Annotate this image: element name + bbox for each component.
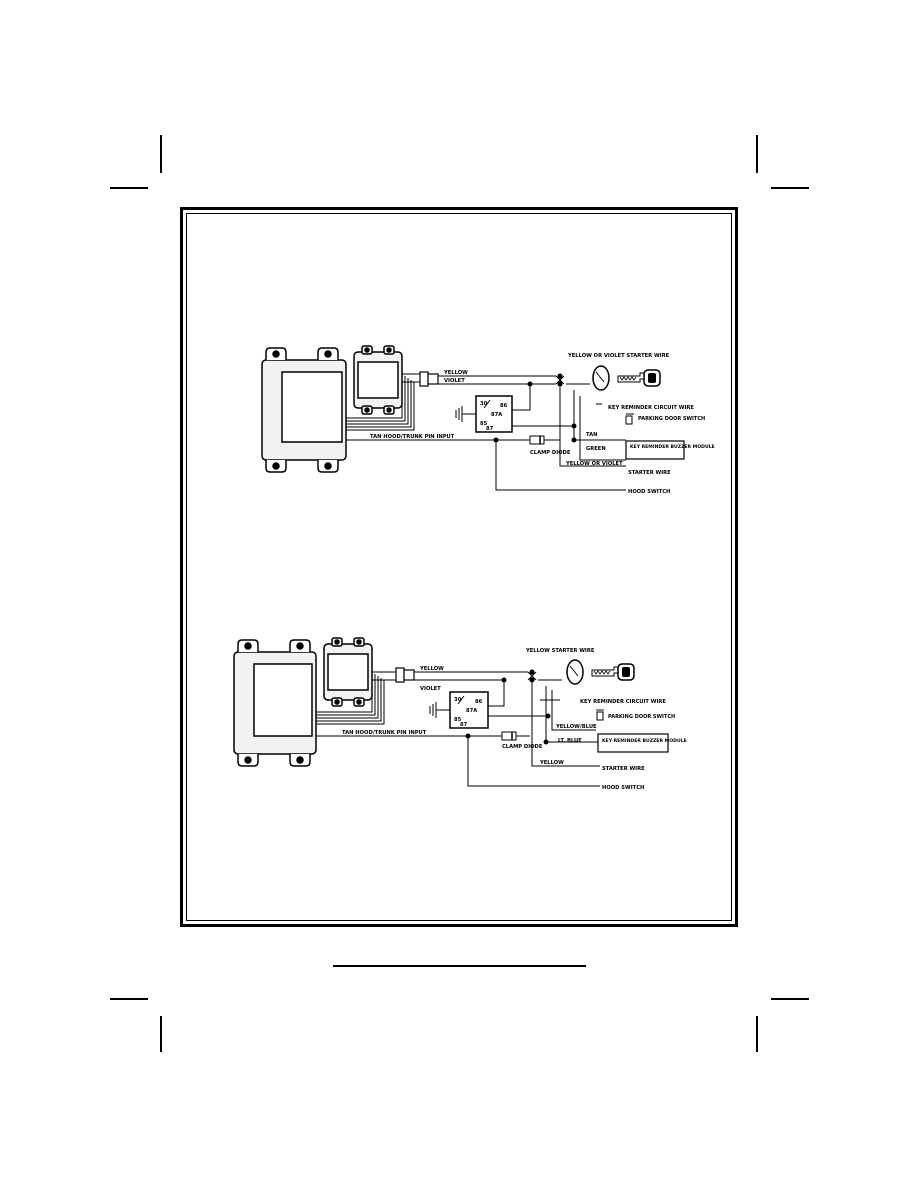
key-buzzer-box-top bbox=[625, 440, 685, 460]
label-hood-switch-bottom: HOOD SWITCH bbox=[602, 785, 644, 791]
relay-pin-30: 30 bbox=[480, 401, 488, 407]
crop-mark-top-right-vertical bbox=[756, 135, 758, 173]
page-frame-inner bbox=[186, 213, 732, 921]
footer-rule bbox=[333, 965, 586, 967]
label-clamp-diode-bottom: CLAMP DIODE bbox=[502, 744, 543, 750]
clamp-diode-bottom bbox=[501, 731, 517, 741]
label-door-switch-top: PARKING DOOR SWITCH bbox=[638, 416, 705, 422]
label-starter-wire-bottom-a: YELLOW STARTER WIRE bbox=[525, 648, 595, 654]
relay-pin-85-bottom: 85 bbox=[454, 717, 462, 723]
crop-mark-bottom-left-vertical bbox=[160, 1016, 162, 1052]
wire-label-lt-blue-bottom: LT. BLUE bbox=[558, 738, 582, 744]
key-buzzer-box-bottom bbox=[597, 733, 669, 753]
diagram-top: 30 86 87A 85 87 bbox=[261, 345, 715, 495]
ignition-switch-bottom bbox=[566, 659, 584, 685]
crop-mark-top-right-horizontal bbox=[771, 187, 809, 189]
clamp-diode-top bbox=[529, 435, 545, 445]
label-door-switch-bottom: PARKING DOOR SWITCH bbox=[608, 714, 675, 720]
diagram-bottom: 30 86 87A 85 87 bbox=[233, 637, 687, 791]
crop-mark-top-left-horizontal bbox=[110, 187, 148, 189]
wire-label-violet-top: VIOLET bbox=[444, 378, 465, 384]
wire-label-yellow-bottom: YELLOW bbox=[419, 666, 444, 672]
label-starter-wire-bottom: STARTER WIRE bbox=[602, 766, 645, 772]
door-switch-bottom bbox=[596, 709, 604, 721]
starter-kill-module-bottom bbox=[323, 637, 373, 707]
crop-mark-bottom-right-horizontal bbox=[771, 998, 809, 1000]
ground-symbol-bottom bbox=[429, 702, 450, 718]
crop-mark-bottom-left-horizontal bbox=[110, 998, 148, 1000]
relay-pin-30-bottom: 30 bbox=[454, 697, 462, 703]
relay-pin-86: 86 bbox=[500, 403, 508, 409]
label-key-circuit-bottom: KEY REMINDER CIRCUIT WIRE bbox=[580, 699, 666, 705]
wire-label-tan-top: TAN bbox=[586, 432, 598, 438]
starter-kill-module-top bbox=[353, 345, 403, 415]
wire-label-yellow-black-bottom: YELLOW/BLUE bbox=[555, 724, 597, 730]
relay-pin-87a-bottom: 87A bbox=[466, 708, 477, 714]
wire-label-tan-input-top: TAN HOOD/TRUNK PIN INPUT bbox=[370, 434, 455, 440]
relay-pin-85: 85 bbox=[480, 421, 488, 427]
crop-mark-top-left-vertical bbox=[160, 135, 162, 173]
relay-bottom: 30 86 87A 85 87 bbox=[449, 691, 489, 729]
wire-label-green-top: GREEN bbox=[586, 446, 606, 452]
alarm-module-top bbox=[261, 347, 347, 473]
wire-label-yellow-bottom-2: YELLOW bbox=[539, 760, 564, 766]
label-starter-wire-top-a: YELLOW OR VIOLET STARTER WIRE bbox=[567, 353, 670, 359]
label-buzzer-top: KEY REMINDER BUZZER MODULE bbox=[630, 444, 715, 450]
ground-symbol-top bbox=[455, 406, 476, 422]
ignition-switch-top bbox=[592, 365, 610, 391]
wire-label-violet-bottom: VIOLET bbox=[420, 686, 441, 692]
crop-mark-bottom-right-vertical bbox=[756, 1016, 758, 1052]
wire-label-tan-input-bottom: TAN HOOD/TRUNK PIN INPUT bbox=[342, 730, 427, 736]
alarm-module-bottom bbox=[233, 639, 317, 767]
relay-pin-87: 87 bbox=[486, 426, 494, 432]
page-frame-outer bbox=[180, 207, 738, 927]
label-buzzer-bottom: KEY REMINDER BUZZER MODULE bbox=[602, 738, 687, 744]
label-key-circuit-top: KEY REMINDER CIRCUIT WIRE bbox=[608, 405, 694, 411]
door-switch-top bbox=[625, 413, 634, 425]
ignition-key-bottom bbox=[591, 663, 635, 681]
label-hood-switch-top: HOOD SWITCH bbox=[628, 489, 670, 495]
relay-pin-86-bottom: 86 bbox=[475, 699, 483, 705]
ignition-key-top bbox=[617, 369, 661, 387]
relay-pin-87a: 87A bbox=[491, 412, 502, 418]
label-starter-wire-top: STARTER WIRE bbox=[628, 470, 671, 476]
label-clamp-diode-top: CLAMP DIODE bbox=[530, 450, 571, 456]
relay-top: 30 86 87A 85 87 bbox=[475, 395, 513, 433]
relay-pin-87-bottom: 87 bbox=[460, 722, 468, 728]
wire-label-yellow-violet-top: YELLOW OR VIOLET bbox=[565, 461, 623, 467]
wire-label-yellow-top: YELLOW bbox=[443, 370, 468, 376]
